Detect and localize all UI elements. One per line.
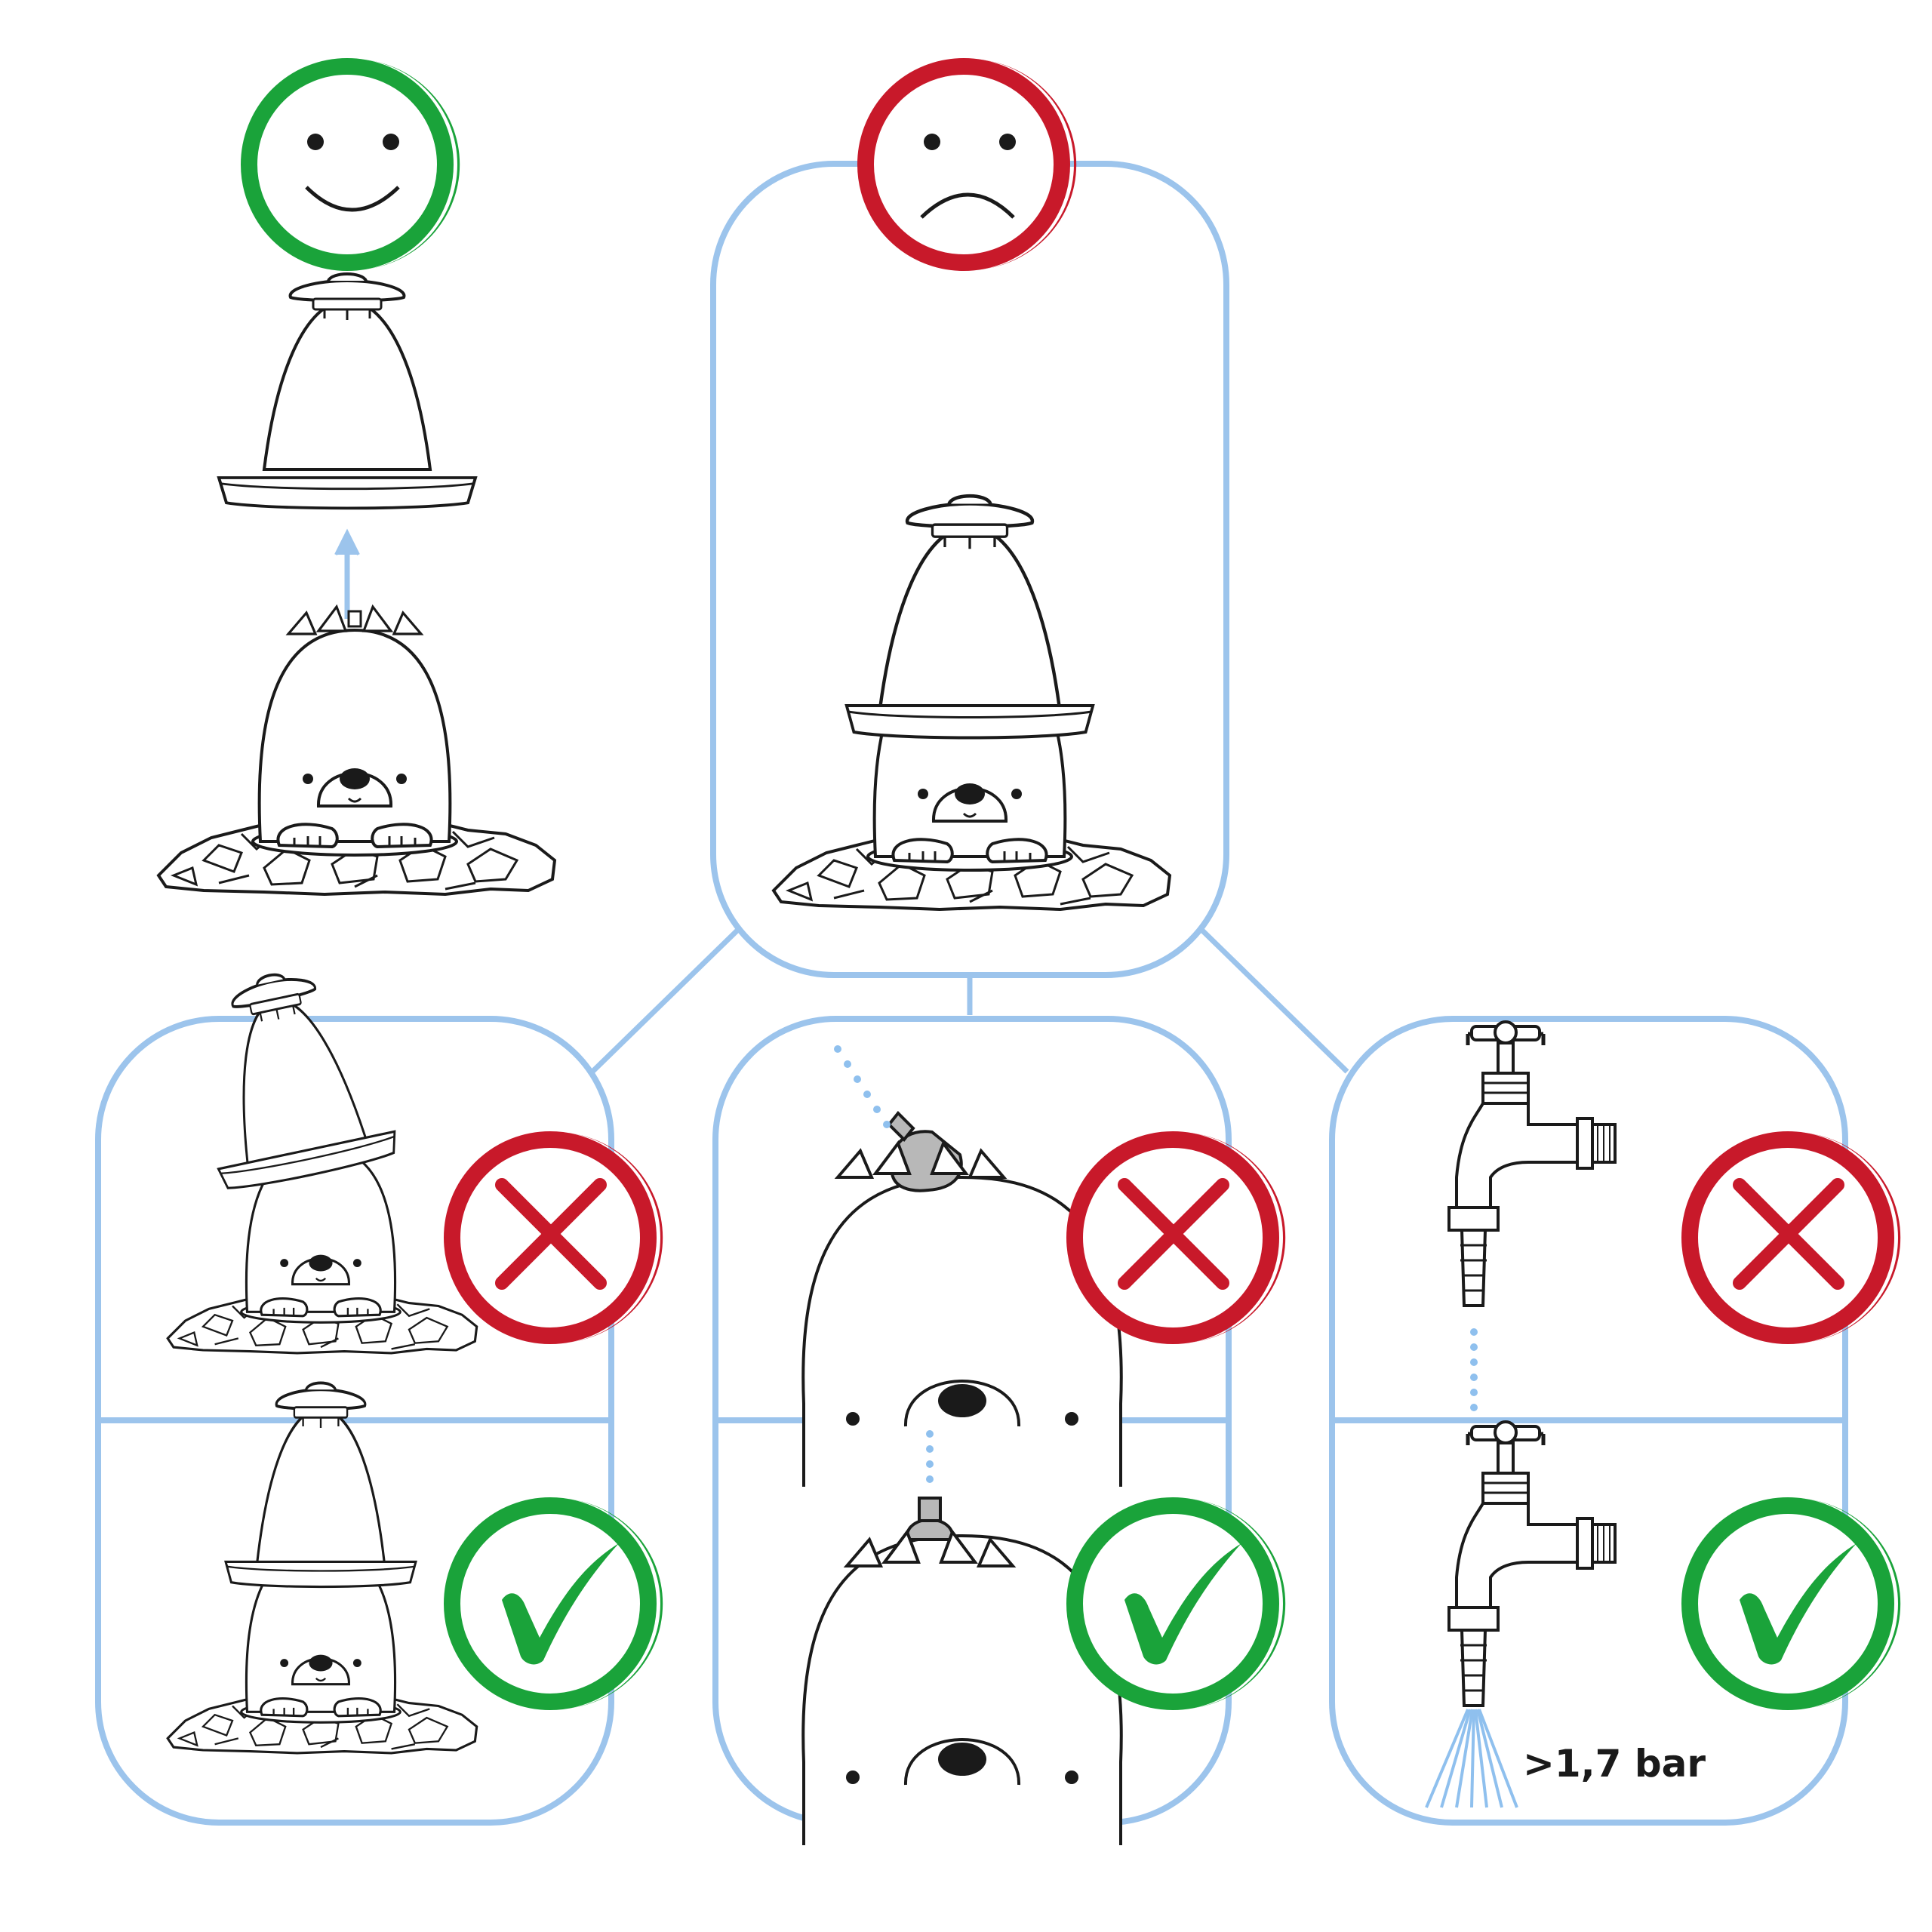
check-icon xyxy=(1066,1497,1286,1710)
alignment-dots xyxy=(926,1430,934,1483)
smiley-face-icon xyxy=(241,58,460,271)
cross-icon xyxy=(1681,1131,1901,1344)
dripping-tap-icon xyxy=(1449,1022,1615,1411)
check-icon xyxy=(444,1497,663,1710)
check-icon xyxy=(1681,1497,1901,1710)
cross-icon xyxy=(1066,1131,1286,1344)
mole-figure-icon xyxy=(157,605,556,896)
connector-lines xyxy=(334,528,1349,1074)
water-pressure-label: >1,7 bar xyxy=(1523,1742,1706,1786)
alignment-dots xyxy=(834,1045,891,1128)
sad-face-icon xyxy=(857,58,1077,271)
straight-nozzle-icon xyxy=(801,1430,1123,1847)
sprinkler-dome-icon xyxy=(217,272,477,510)
cross-icon xyxy=(444,1131,663,1344)
spraying-tap-icon xyxy=(1425,1422,1615,1808)
tilted-nozzle-icon xyxy=(801,1045,1123,1488)
